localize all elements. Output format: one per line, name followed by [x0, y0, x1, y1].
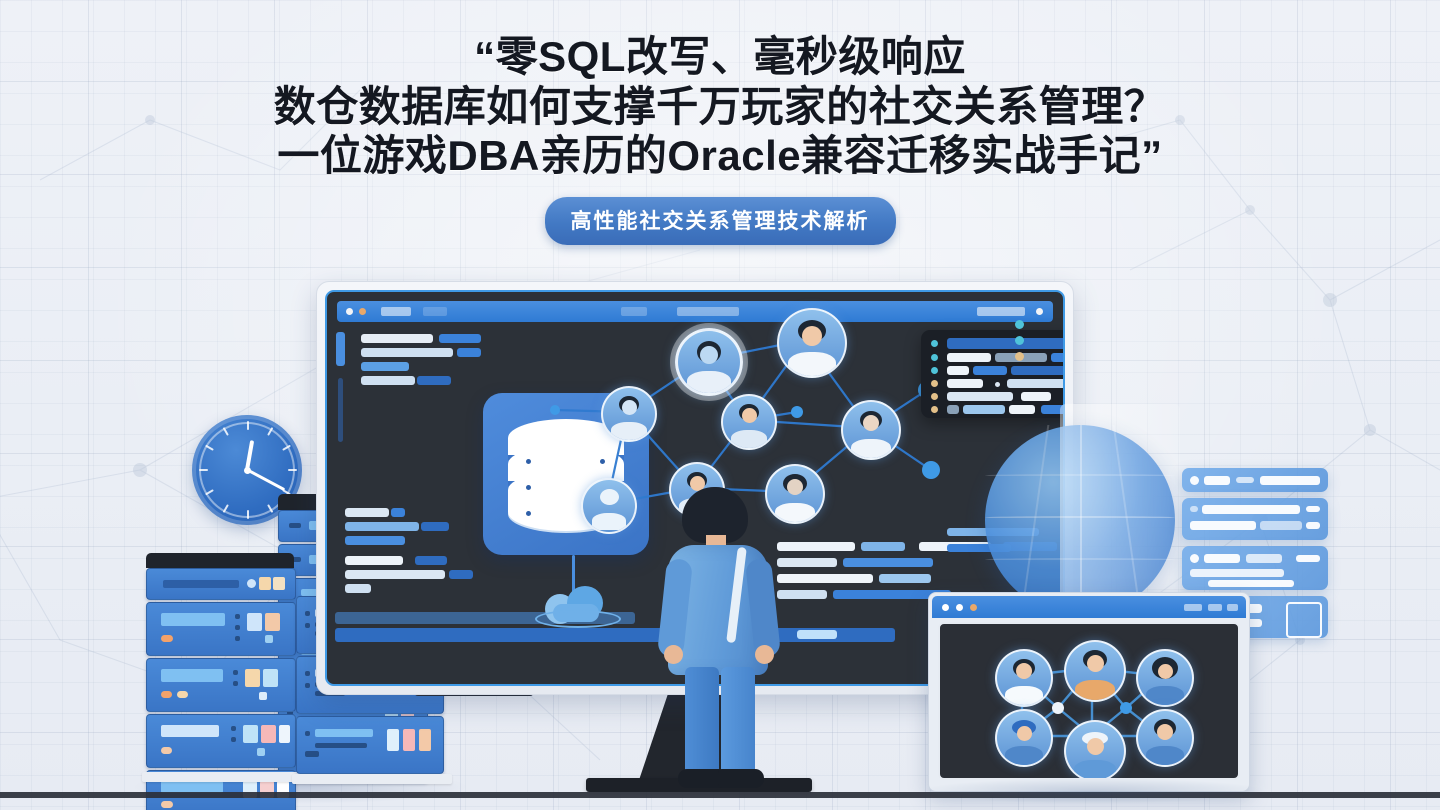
- tablet-shadow: [918, 778, 1268, 804]
- tablet-social-graph-window[interactable]: [928, 592, 1250, 792]
- figure-leg-left: [685, 667, 719, 773]
- figure-leg-right: [721, 667, 755, 773]
- tablet-screen: [938, 622, 1240, 780]
- metric-bar: [421, 522, 449, 531]
- figure-hand-left: [664, 645, 683, 664]
- graph-node-avatar[interactable]: [765, 464, 825, 524]
- titlebar-chip-2: [423, 307, 447, 316]
- metric-bar: [345, 584, 371, 593]
- code-line: [777, 558, 837, 567]
- metric-bar: [345, 522, 419, 531]
- graph-node-avatar[interactable]: [777, 308, 847, 378]
- titlebar-chip: [1184, 604, 1202, 611]
- screen-accent-strip-2: [338, 378, 343, 442]
- subtitle-badge-wrap: 高性能社交关系管理技术解析: [0, 196, 1440, 245]
- code-line: [777, 574, 873, 583]
- floor-line: [0, 792, 1440, 798]
- metric-bar: [345, 570, 445, 579]
- code-line: [777, 542, 855, 551]
- cloud-icon[interactable]: [535, 586, 621, 628]
- metric-bar: [345, 508, 389, 517]
- window-dot-1[interactable]: [346, 308, 353, 315]
- window-dot-3[interactable]: [970, 604, 977, 611]
- screen-titlebar: [337, 301, 1053, 322]
- code-line: [439, 334, 481, 343]
- figure-hair: [682, 487, 748, 543]
- floating-code-panel[interactable]: [921, 330, 1063, 418]
- figure-hand-right: [755, 645, 774, 664]
- tablet-titlebar: [932, 596, 1246, 618]
- code-line: [361, 362, 409, 371]
- screen-accent-strip-1: [336, 332, 345, 366]
- graph-node-avatar[interactable]: [601, 386, 657, 442]
- window-dot-2[interactable]: [956, 604, 963, 611]
- tablet-avatar-node[interactable]: [1064, 640, 1126, 702]
- rack-base-right: [292, 774, 452, 784]
- code-line: [879, 574, 931, 583]
- code-line: [457, 348, 481, 357]
- status-dot: [1015, 320, 1024, 329]
- screen-footer-chip: [797, 630, 837, 639]
- globe-sphere: [985, 425, 1175, 615]
- dba-engineer-figure: [656, 487, 782, 795]
- server-rack-front-left: [146, 553, 296, 810]
- headline-line-1: “零SQL改写、毫秒级响应: [474, 33, 966, 80]
- clock-center-pin: [243, 466, 251, 474]
- graph-node-avatar[interactable]: [841, 400, 901, 460]
- figure-shoe-right: [718, 769, 764, 788]
- rack-base-left: [142, 772, 306, 782]
- code-line: [361, 334, 433, 343]
- titlebar-chip: [1227, 604, 1238, 611]
- info-card[interactable]: [1182, 546, 1328, 590]
- headline-line-2: 数仓数据库如何支撑千万玩家的社交关系管理？: [273, 82, 1167, 130]
- figure-shoe-left: [678, 769, 724, 788]
- titlebar-chip-1: [381, 307, 411, 316]
- poster-header: “零SQL改写、毫秒级响应 数仓数据库如何支撑千万玩家的社交关系管理？ 一位游戏…: [0, 32, 1440, 245]
- tablet-avatar-node[interactable]: [1064, 720, 1126, 778]
- info-card[interactable]: [1182, 468, 1328, 492]
- titlebar-chip-4: [677, 307, 739, 316]
- code-line: [361, 348, 453, 357]
- tablet-avatar-node[interactable]: [995, 649, 1053, 707]
- tablet-avatar-node[interactable]: [995, 709, 1053, 767]
- rack-spacer: [278, 486, 288, 496]
- titlebar-chip: [1208, 604, 1222, 611]
- status-dot: [1015, 336, 1024, 345]
- window-dot-2[interactable]: [359, 308, 366, 315]
- screen-right-bar: [947, 544, 1011, 552]
- code-line: [861, 542, 905, 551]
- code-line: [777, 590, 827, 599]
- metric-bar: [345, 556, 403, 565]
- graph-node-avatar[interactable]: [721, 394, 777, 450]
- titlebar-chip-3: [621, 307, 647, 316]
- metric-bar: [415, 556, 447, 565]
- status-dot: [1015, 352, 1024, 361]
- tablet-avatar-node[interactable]: [1136, 649, 1194, 707]
- metric-bar: [345, 536, 405, 545]
- metric-bar: [391, 508, 405, 517]
- headline-line-3: 一位游戏DBA亲历的Oracle兼容迁移实战手记”: [277, 132, 1163, 180]
- titlebar-chip-5: [977, 307, 1025, 316]
- window-dot-1[interactable]: [942, 604, 949, 611]
- graph-node-avatar[interactable]: [675, 328, 743, 396]
- code-line: [833, 590, 951, 599]
- tablet-avatar-node[interactable]: [1136, 709, 1194, 767]
- subtitle-badge: 高性能社交关系管理技术解析: [544, 196, 896, 245]
- metric-bar: [449, 570, 473, 579]
- window-dot-3[interactable]: [1036, 308, 1043, 315]
- db-cloud-connector: [572, 555, 575, 599]
- code-line: [417, 376, 451, 385]
- graph-node-avatar[interactable]: [581, 478, 637, 534]
- info-card[interactable]: [1182, 498, 1328, 540]
- code-line: [361, 376, 415, 385]
- code-line: [843, 558, 933, 567]
